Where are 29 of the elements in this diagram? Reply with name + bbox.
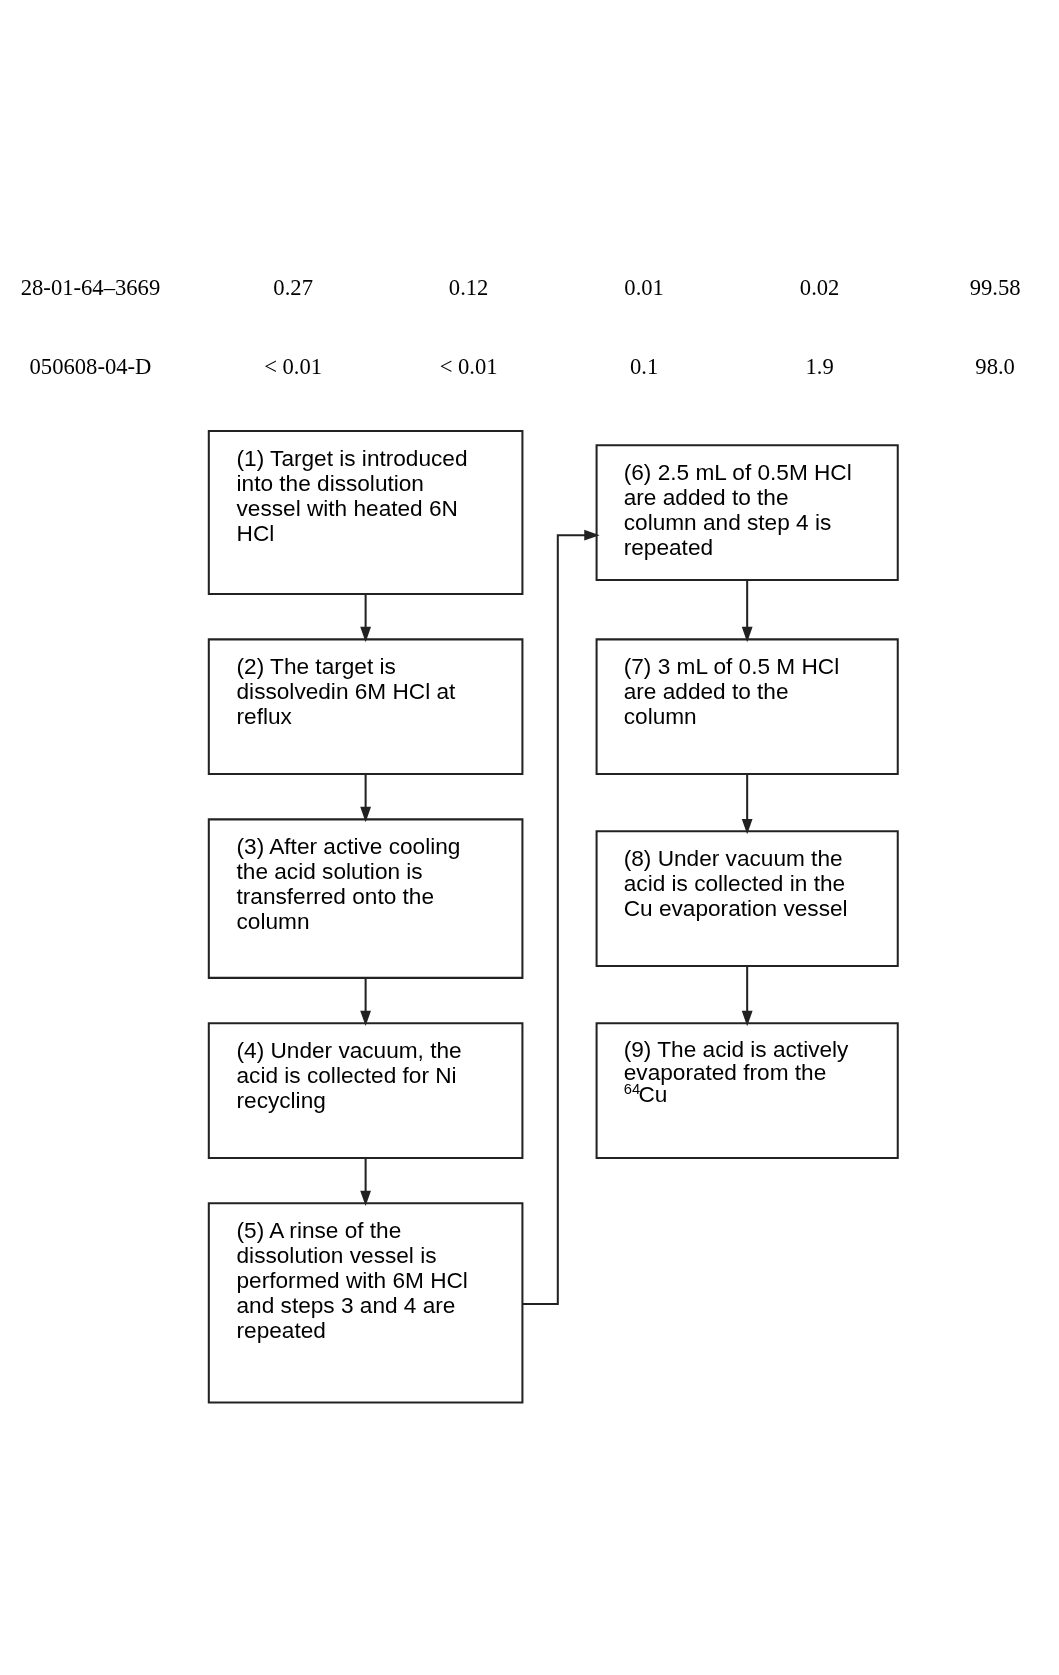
- node-box: (9) The acid is actively evaporated from the $^{64}$Cu: [595, 1022, 899, 1159]
- label: 98.0: [975, 354, 1015, 380]
- label: 0.1: [630, 354, 659, 380]
- node-box: (7) 3 mL of 0.5 M HCl are added to the column: [595, 638, 899, 776]
- node-box: (8) Under vacuum the acid is collected in the Cu evaporation vessel: [595, 830, 899, 968]
- arrow: [360, 978, 371, 1027]
- label: 050608-04-D: [29, 354, 152, 380]
- arrow: [360, 594, 371, 643]
- arrow: [522, 529, 600, 1305]
- arrow: [741, 579, 753, 643]
- label: 0.01: [624, 275, 664, 301]
- arrow: [360, 1158, 371, 1207]
- node-box: (1) Target is introduced into the dissolution vessel with heated 6N HCl: [207, 430, 524, 596]
- label: 1.9: [805, 354, 834, 380]
- node-box: (6) 2.5 mL of 0.5M HCl are added to the column and step 4 is repeated: [595, 444, 899, 581]
- label: 0.12: [448, 275, 489, 301]
- label: < 0.01: [439, 354, 498, 380]
- node-box: (4) Under vacuum, the acid is collected for Ni recycling: [207, 1022, 524, 1159]
- node-box: (3) After active cooling the acid solution is transferred onto the column: [207, 818, 524, 979]
- node-box: (5) A rinse of the dissolution vessel is performed with 6M HCl and steps 3 and 4 are repeated: [207, 1202, 524, 1404]
- arrow: [360, 774, 371, 823]
- label: 0.02: [799, 275, 840, 301]
- arrow: [741, 774, 753, 835]
- label: 28-01-64–3669: [20, 275, 161, 301]
- label: 99.58: [969, 275, 1021, 301]
- label: < 0.01: [264, 354, 323, 380]
- arrow: [741, 966, 753, 1027]
- label: 0.27: [273, 275, 313, 301]
- node-box: (2) The target is dissolvedin 6M HCl at reflux: [207, 638, 524, 776]
